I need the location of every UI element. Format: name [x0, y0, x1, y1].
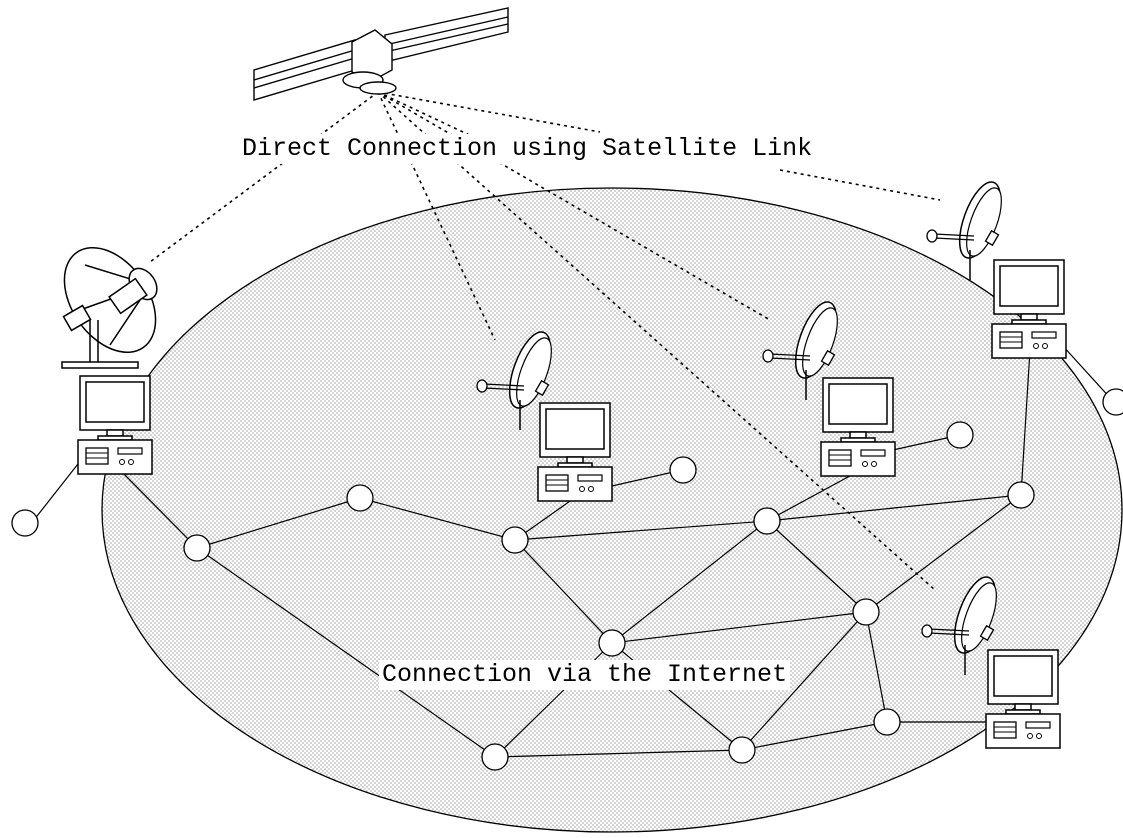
router-node-icon [501, 526, 529, 554]
satellite-icon [253, 7, 509, 101]
router-node-icon [669, 456, 697, 484]
router-node-icon [481, 743, 509, 771]
router-node-icon [1102, 388, 1123, 416]
router-node-icon [728, 736, 756, 764]
satellite-links [149, 91, 941, 591]
computer-icon [77, 375, 153, 475]
router-node-icon [183, 534, 211, 562]
router-node-icon [598, 629, 626, 657]
router-node-icon [753, 507, 781, 535]
internet-cloud [101, 187, 1123, 833]
router-node-icon [852, 598, 880, 626]
satellite-dish-icon [61, 246, 158, 369]
router-nodes [11, 388, 1123, 771]
router-node-icon [1007, 481, 1035, 509]
computer-icon [985, 649, 1061, 749]
router-node-icon [11, 509, 39, 537]
computer-icon [537, 402, 613, 502]
satellite-link-label: Direct Connection using Satellite Link [239, 134, 816, 164]
router-node-icon [873, 708, 901, 736]
internet-link-label: Connection via the Internet [379, 660, 791, 690]
computer-icon [991, 259, 1067, 359]
computer-icon [820, 377, 896, 477]
router-node-icon [946, 421, 974, 449]
router-node-icon [346, 484, 374, 512]
